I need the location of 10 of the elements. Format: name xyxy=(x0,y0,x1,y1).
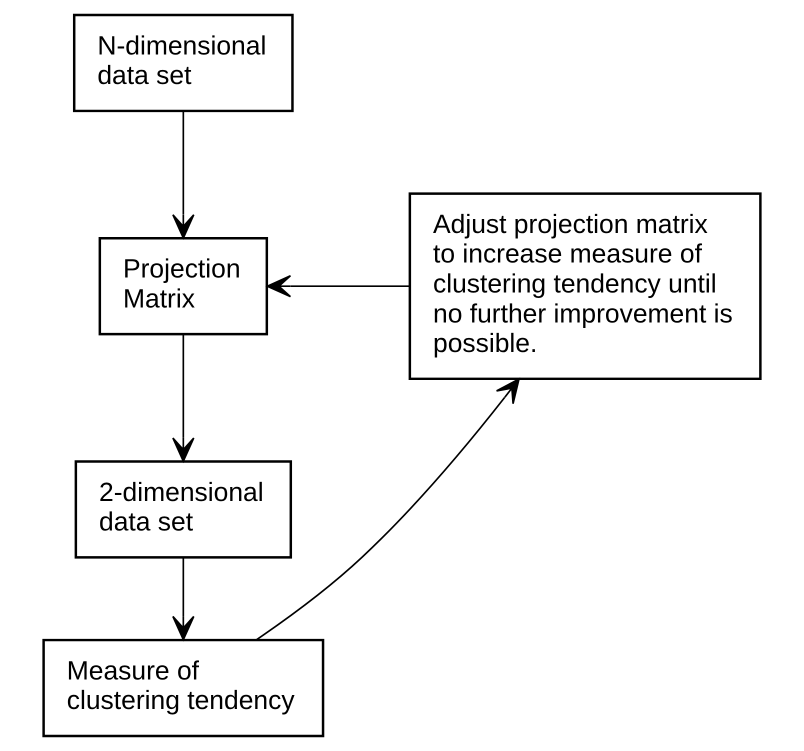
node-box: N-dimensional data set xyxy=(72,14,294,112)
arrow xyxy=(172,558,195,640)
arrow xyxy=(172,334,195,462)
arrow xyxy=(172,111,195,239)
node-box: 2-dimensional data set xyxy=(74,460,292,559)
node-box: Projection Matrix xyxy=(98,237,268,336)
node-box: Measure of clustering tendency xyxy=(42,638,324,738)
node-box: Adjust projection matrix to increase measure of clustering tendency until no further improvement is possible. xyxy=(408,192,762,380)
arrow xyxy=(266,274,410,298)
arrow xyxy=(256,378,520,641)
